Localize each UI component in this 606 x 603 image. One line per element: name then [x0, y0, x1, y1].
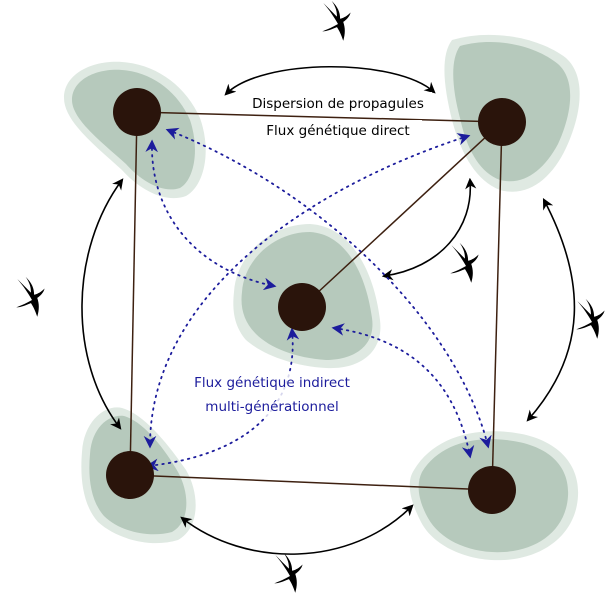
dispersal-arrow-left	[81, 178, 124, 430]
indirect-flow-label-line2: multi-générationnel	[205, 399, 338, 415]
node-bottom-right	[468, 466, 516, 514]
bird-icon	[576, 298, 605, 339]
edge-bl-br	[129, 474, 493, 491]
edge-tl-tr	[136, 111, 503, 123]
dispersal-arrow-center	[381, 177, 477, 281]
dispersal-arrow-right	[526, 198, 576, 422]
indirect-label-backdrop	[174, 372, 370, 418]
dispersal-arrow-bottom	[180, 504, 414, 555]
edge-tr-br	[491, 121, 503, 491]
direct-flow-label-backdrop	[254, 120, 422, 140]
indirect-flow-arrows	[143, 127, 492, 472]
bird-icon	[450, 242, 479, 283]
node-bottom-left	[106, 451, 154, 499]
node-top-right	[478, 98, 526, 146]
bird-icon	[322, 0, 351, 41]
indirect-arrow-center-br	[331, 323, 475, 459]
indirect-arrow-tr-bl	[143, 133, 471, 449]
bird-icon	[16, 276, 45, 317]
indirect-flow-label-line1: Flux génétique indirect	[194, 375, 350, 391]
dispersal-label: Dispersion de propagules	[252, 96, 424, 112]
dispersal-label-backdrop	[240, 92, 432, 114]
indirect-arrow-center-bl	[145, 327, 300, 472]
edge-tl-bl	[129, 111, 138, 476]
node-top-left	[113, 88, 161, 136]
dispersal-arrow-top	[224, 65, 436, 96]
bird-icon	[274, 552, 303, 593]
node-center	[278, 283, 326, 331]
direct-flow-label: Flux génétique direct	[266, 123, 409, 139]
population-nodes	[106, 88, 526, 514]
